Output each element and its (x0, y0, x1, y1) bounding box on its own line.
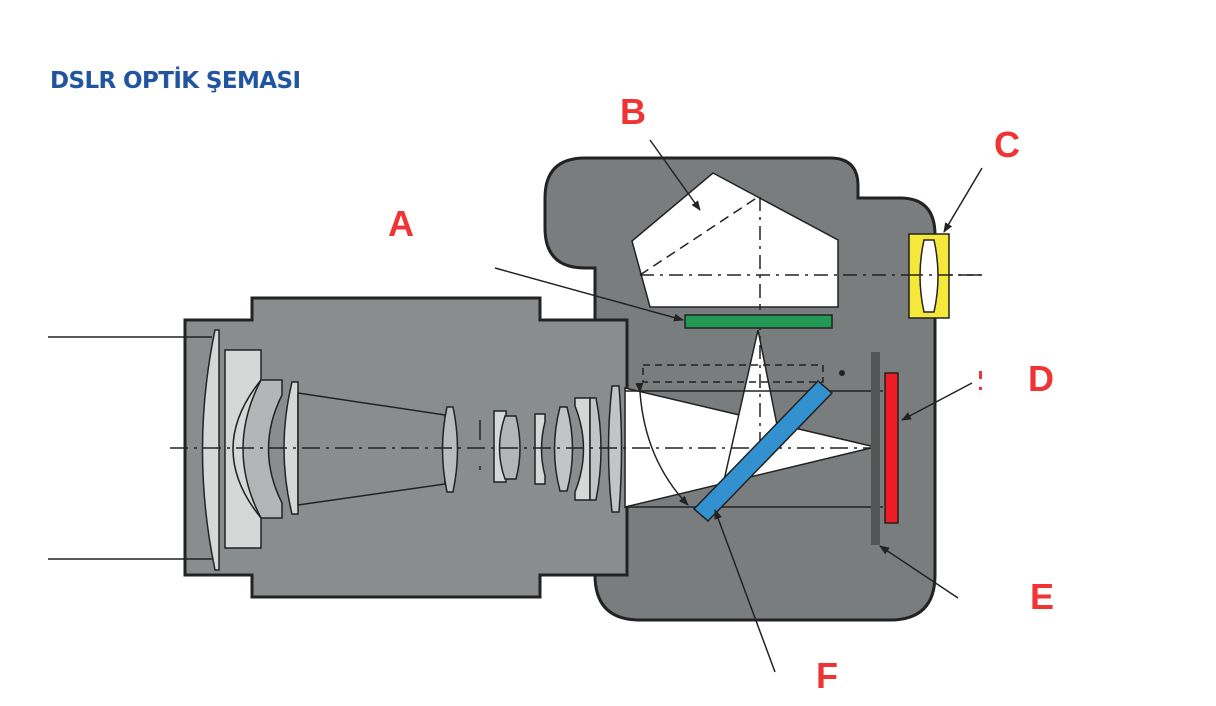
callout-arrow-e (879, 545, 959, 599)
page-title: DSLR OPTİK ŞEMASI (50, 68, 301, 94)
label-d-mark (979, 371, 982, 379)
mirror-swing-arrow (635, 382, 689, 506)
lens-element-4 (283, 381, 299, 515)
label-d-mark-dot (979, 387, 982, 390)
mirror-pivot (839, 370, 845, 376)
focusing-screen (684, 314, 833, 329)
shutter (871, 352, 880, 545)
front-lens-element (201, 329, 220, 571)
label-e: E (1030, 576, 1054, 617)
label-c: C (994, 124, 1020, 165)
lens-element-11 (589, 397, 602, 501)
lens-element-3 (242, 379, 283, 519)
lens-element-10 (574, 397, 591, 501)
image-sensor (884, 372, 899, 524)
reflex-mirror (692, 379, 834, 523)
lens-element-5 (441, 406, 459, 493)
callout-arrow-f (714, 509, 776, 673)
callout-arrow-b (649, 139, 701, 211)
lens-element-9 (553, 406, 574, 492)
label-b: B (620, 91, 646, 132)
pentaprism-reflection-path (639, 196, 759, 276)
lens-element-8 (534, 413, 546, 485)
lens-element-2-curve (232, 379, 262, 519)
callout-arrow-d (901, 382, 973, 421)
callout-arrow-a (494, 267, 684, 322)
callout-arrow-c (943, 167, 983, 233)
lens-group (201, 329, 623, 571)
label-d: D (1028, 358, 1054, 399)
pentaprism (631, 172, 839, 308)
label-a: A (388, 203, 414, 244)
eyepiece-lens (919, 239, 939, 313)
mirror-raised-position (642, 364, 824, 383)
label-f: F (816, 655, 838, 696)
rear-lens-element (607, 385, 623, 513)
